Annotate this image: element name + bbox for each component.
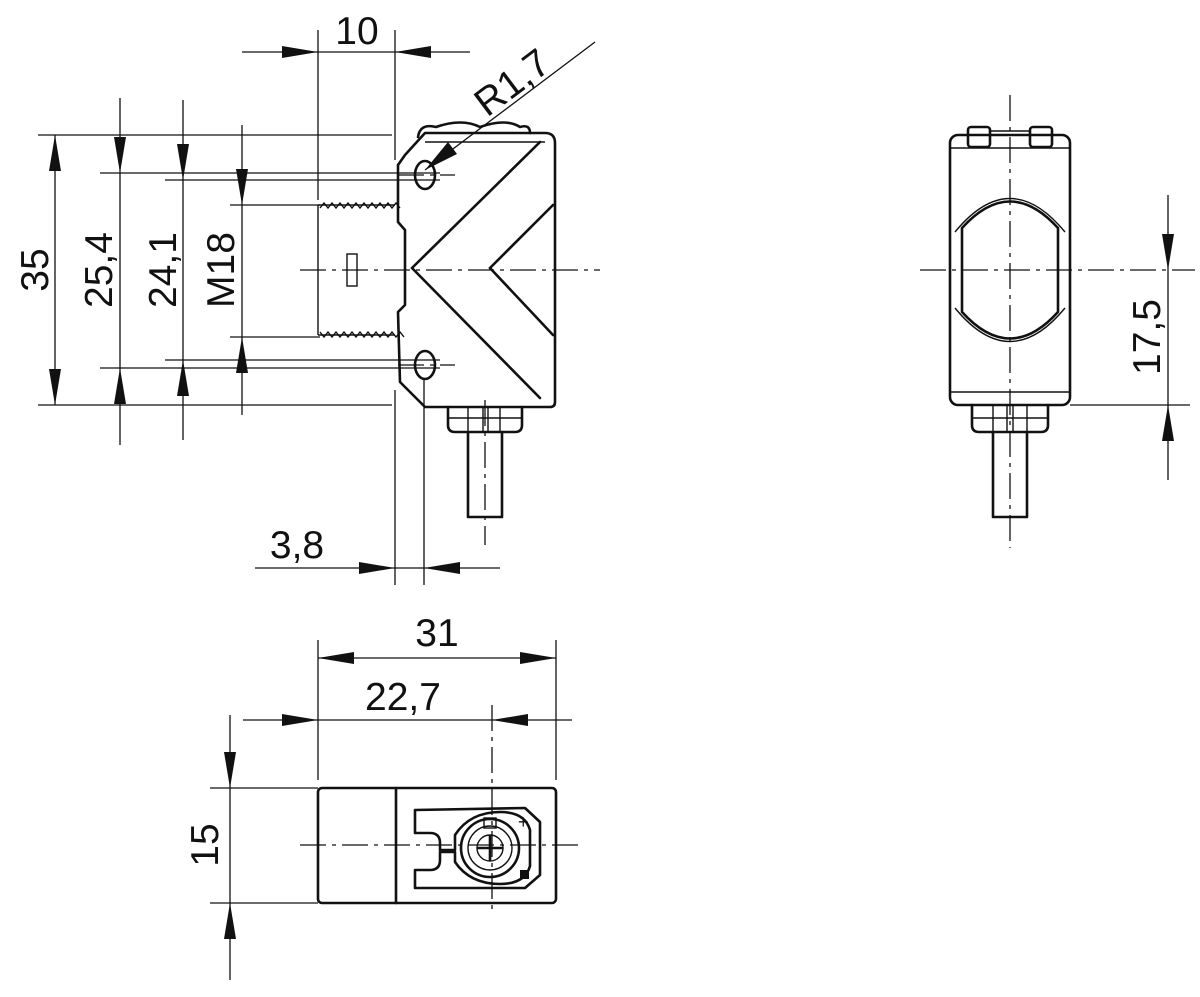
svg-text:+: +	[518, 812, 529, 832]
housing-outline	[396, 131, 557, 409]
dim-label-17-5: 17,5	[1126, 299, 1169, 375]
dim-label-m18: M18	[200, 232, 243, 308]
bottom-view: + 31 22,7 15	[184, 612, 580, 980]
dim-label-15: 15	[184, 823, 227, 866]
front-view: 17,5	[920, 95, 1195, 548]
dim-label-25-4: 25,4	[78, 232, 121, 308]
lens-window	[960, 200, 1060, 340]
dim-label-3-8: 3,8	[270, 524, 324, 567]
potentiometer-dial	[459, 817, 521, 879]
dim-label-31: 31	[415, 612, 458, 655]
dim-label-10: 10	[335, 10, 378, 53]
side-view: 10 R1,7 35 25,4 24,1 M18 3,8	[14, 10, 600, 585]
dim-label-24-1: 24,1	[142, 232, 185, 308]
dim-label-35: 35	[14, 248, 57, 291]
dim-label-22-7: 22,7	[365, 676, 441, 719]
dim-label-radius: R1,7	[467, 41, 559, 125]
